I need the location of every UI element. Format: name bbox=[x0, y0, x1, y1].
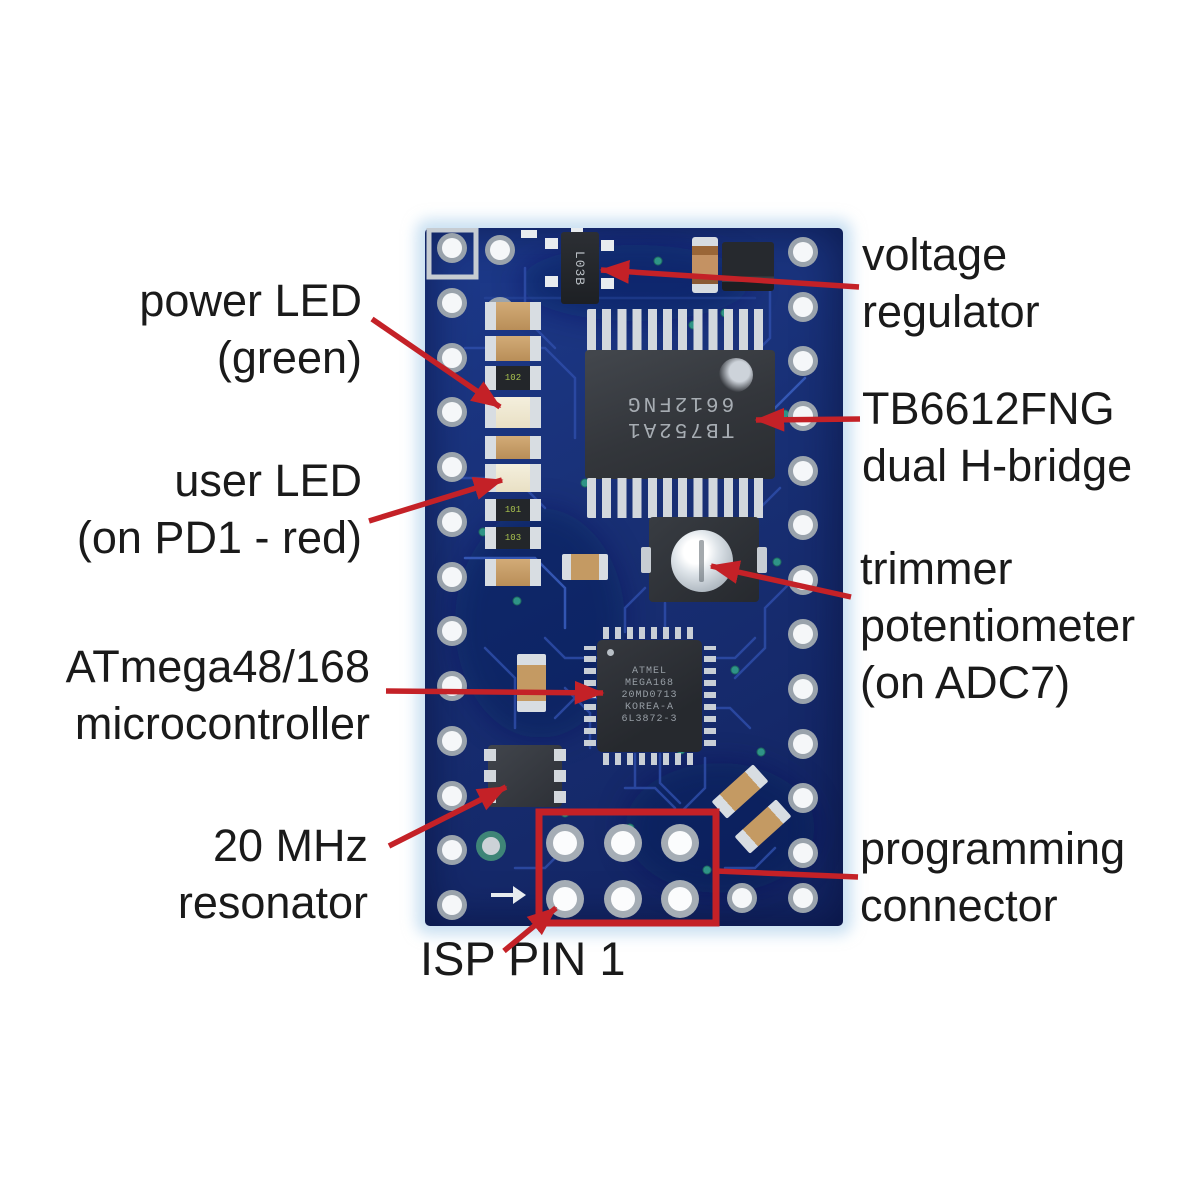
trimmer-screw bbox=[671, 530, 733, 592]
resistor bbox=[485, 336, 541, 361]
label-line: voltage bbox=[862, 229, 1008, 280]
resonator-pads bbox=[484, 749, 496, 803]
label-line: 20 MHz bbox=[212, 820, 368, 871]
label-line: power LED bbox=[139, 275, 362, 326]
label-programming-connector: programming connector bbox=[860, 820, 1125, 934]
label-line: potentiometer bbox=[860, 600, 1136, 651]
mcu-marking-line: 6L3872-3 bbox=[621, 714, 678, 725]
mcu-marking-line: ATMEL bbox=[631, 666, 667, 677]
voltage-regulator-marking: L03B bbox=[572, 250, 588, 286]
resonator-pads bbox=[554, 749, 566, 803]
label-h-bridge: TB6612FNG dual H-bridge bbox=[862, 380, 1132, 494]
label-line: microcontroller bbox=[74, 698, 370, 749]
label-line: user LED bbox=[174, 455, 362, 506]
label-line: (on PD1 - red) bbox=[76, 512, 362, 563]
label-power-led: power LED (green) bbox=[139, 272, 362, 386]
label-line: dual H-bridge bbox=[862, 440, 1133, 491]
smd-resistor-103: 103 bbox=[485, 527, 541, 549]
capacitor bbox=[692, 237, 718, 293]
label-line: trimmer bbox=[860, 543, 1013, 594]
smd-resistor-102: 102 bbox=[485, 366, 541, 390]
resonator-component bbox=[484, 745, 566, 807]
square-pad-pin1 bbox=[426, 228, 479, 280]
resistor bbox=[485, 559, 541, 586]
resistor bbox=[562, 554, 608, 580]
mcu-marking-line: MEGA168 bbox=[624, 678, 674, 689]
label-line: programming bbox=[860, 823, 1126, 874]
label-line: ISP PIN 1 bbox=[420, 932, 626, 985]
hbridge-notch bbox=[719, 358, 753, 392]
hbridge-pins-bottom bbox=[587, 478, 769, 518]
label-line: (on ADC7) bbox=[860, 657, 1071, 708]
trimmer-potentiometer bbox=[641, 517, 767, 602]
mcu-pins-bottom bbox=[603, 753, 697, 765]
microcontroller-chip: ATMEL MEGA168 20MD0713 KOREA-A 6L3872-3 bbox=[597, 640, 702, 752]
mcu-marking-line: KOREA-A bbox=[624, 702, 674, 713]
label-resonator: 20 MHz resonator bbox=[178, 817, 368, 931]
label-user-led: user LED (on PD1 - red) bbox=[77, 452, 362, 566]
isp-silk-arrow-icon bbox=[491, 886, 526, 904]
label-microcontroller: ATmega48/168 microcontroller bbox=[66, 638, 370, 752]
mcu-pin1-dot bbox=[607, 649, 614, 656]
label-voltage-regulator: voltage regulator bbox=[862, 226, 1040, 340]
trimmer-tab bbox=[641, 547, 651, 573]
label-trimmer: trimmer potentiometer (on ADC7) bbox=[860, 540, 1135, 711]
power-led-component bbox=[485, 397, 541, 428]
smd-resistor-101: 101 bbox=[485, 499, 541, 521]
mcu-pins-right bbox=[704, 646, 716, 746]
label-line: ATmega48/168 bbox=[65, 641, 370, 692]
mounting-pad bbox=[476, 831, 506, 861]
resistor bbox=[517, 654, 546, 712]
mcu-pins-left bbox=[584, 646, 596, 746]
hbridge-marking-line: TB752A1 bbox=[625, 416, 735, 440]
hbridge-marking: TB752A1 6612FNG bbox=[625, 389, 734, 441]
user-led-component bbox=[485, 464, 541, 492]
voltage-regulator-chip: L03B bbox=[561, 232, 599, 304]
label-line: connector bbox=[860, 880, 1058, 931]
label-isp-pin1: ISP PIN 1 bbox=[420, 930, 626, 987]
label-line: resonator bbox=[177, 877, 368, 928]
mcu-pins-top bbox=[603, 627, 697, 639]
label-line: TB6612FNG bbox=[862, 383, 1115, 434]
hbridge-chip: TB752A1 6612FNG bbox=[585, 350, 775, 479]
mcu-marking-line: 20MD0713 bbox=[621, 690, 678, 701]
hbridge-pins-top bbox=[587, 309, 769, 351]
trimmer-tab bbox=[757, 547, 767, 573]
label-line: (green) bbox=[216, 332, 362, 383]
small-ic bbox=[722, 242, 774, 291]
pcb-board: L03B TB752A1 6612FNG ATMEL MEGA168 20M bbox=[425, 228, 843, 926]
hbridge-marking-line: 6612FNG bbox=[625, 390, 735, 414]
resistor bbox=[485, 302, 541, 330]
resistor bbox=[485, 436, 541, 459]
label-line: regulator bbox=[862, 286, 1040, 337]
